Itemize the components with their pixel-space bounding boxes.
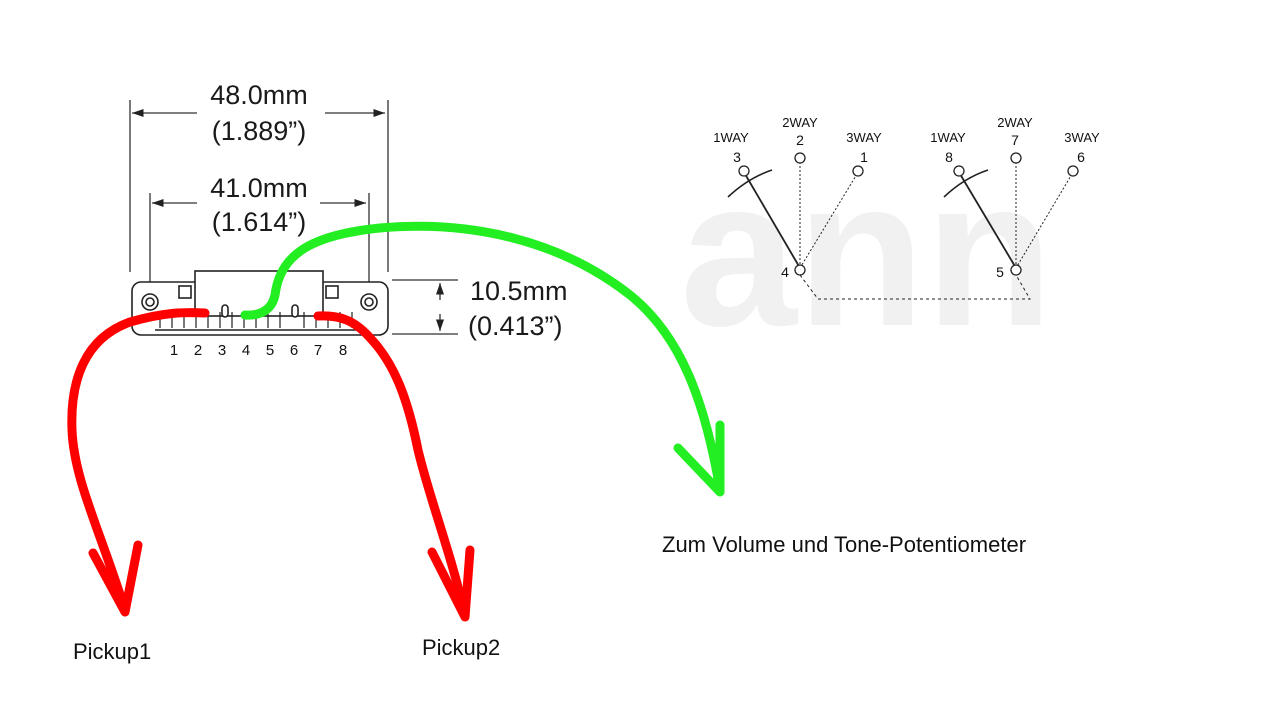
pot-wire <box>240 221 725 497</box>
pin-label: 6 <box>290 342 298 359</box>
switch-b-2way: 2WAY <box>997 115 1033 130</box>
potentiometer-label: Zum Volume und Tone-Potentiometer <box>662 532 1026 557</box>
pin-label: 2 <box>194 342 202 359</box>
switch-schematic <box>727 152 1079 300</box>
dim-height-mm: 10.5mm <box>470 276 568 306</box>
switch-b-common: 5 <box>996 264 1004 280</box>
dimension-overall <box>129 100 389 272</box>
switch-b-1way: 1WAY <box>930 130 966 145</box>
dim-overall-in: (1.889”) <box>212 116 307 146</box>
pickup1-label: Pickup1 <box>73 639 151 664</box>
pin-label: 4 <box>242 342 250 359</box>
dim-overall-mm: 48.0mm <box>210 80 308 110</box>
pickup2-wire <box>313 311 475 622</box>
switch-a-1way: 1WAY <box>713 130 749 145</box>
switch-a-2way: 2WAY <box>782 115 818 130</box>
pin-label: 7 <box>314 342 322 359</box>
switch-a-terminal: 3 <box>733 149 741 165</box>
watermark: ann <box>680 135 1053 370</box>
pin-label: 5 <box>266 342 274 359</box>
dimension-height <box>392 279 458 335</box>
dim-height-in: (0.413”) <box>468 311 563 341</box>
pickup2-label: Pickup2 <box>422 635 500 660</box>
dimension-mount <box>149 193 370 285</box>
switch-b-terminal: 7 <box>1011 132 1019 148</box>
switch-a-terminal: 1 <box>860 149 868 165</box>
dim-mount-in: (1.614”) <box>212 207 307 237</box>
pin-label: 8 <box>339 342 347 359</box>
dim-mount-mm: 41.0mm <box>210 173 308 203</box>
pin-label: 1 <box>170 342 178 359</box>
pin-label: 3 <box>218 342 226 359</box>
switch-a-3way: 3WAY <box>846 130 882 145</box>
pickup1-wire <box>67 308 210 617</box>
switch-b-terminal: 6 <box>1077 149 1085 165</box>
switch-a-terminal: 2 <box>796 132 804 148</box>
switch-a-common: 4 <box>781 264 789 280</box>
switch-b-3way: 3WAY <box>1064 130 1100 145</box>
switch-b-terminal: 8 <box>945 149 953 165</box>
